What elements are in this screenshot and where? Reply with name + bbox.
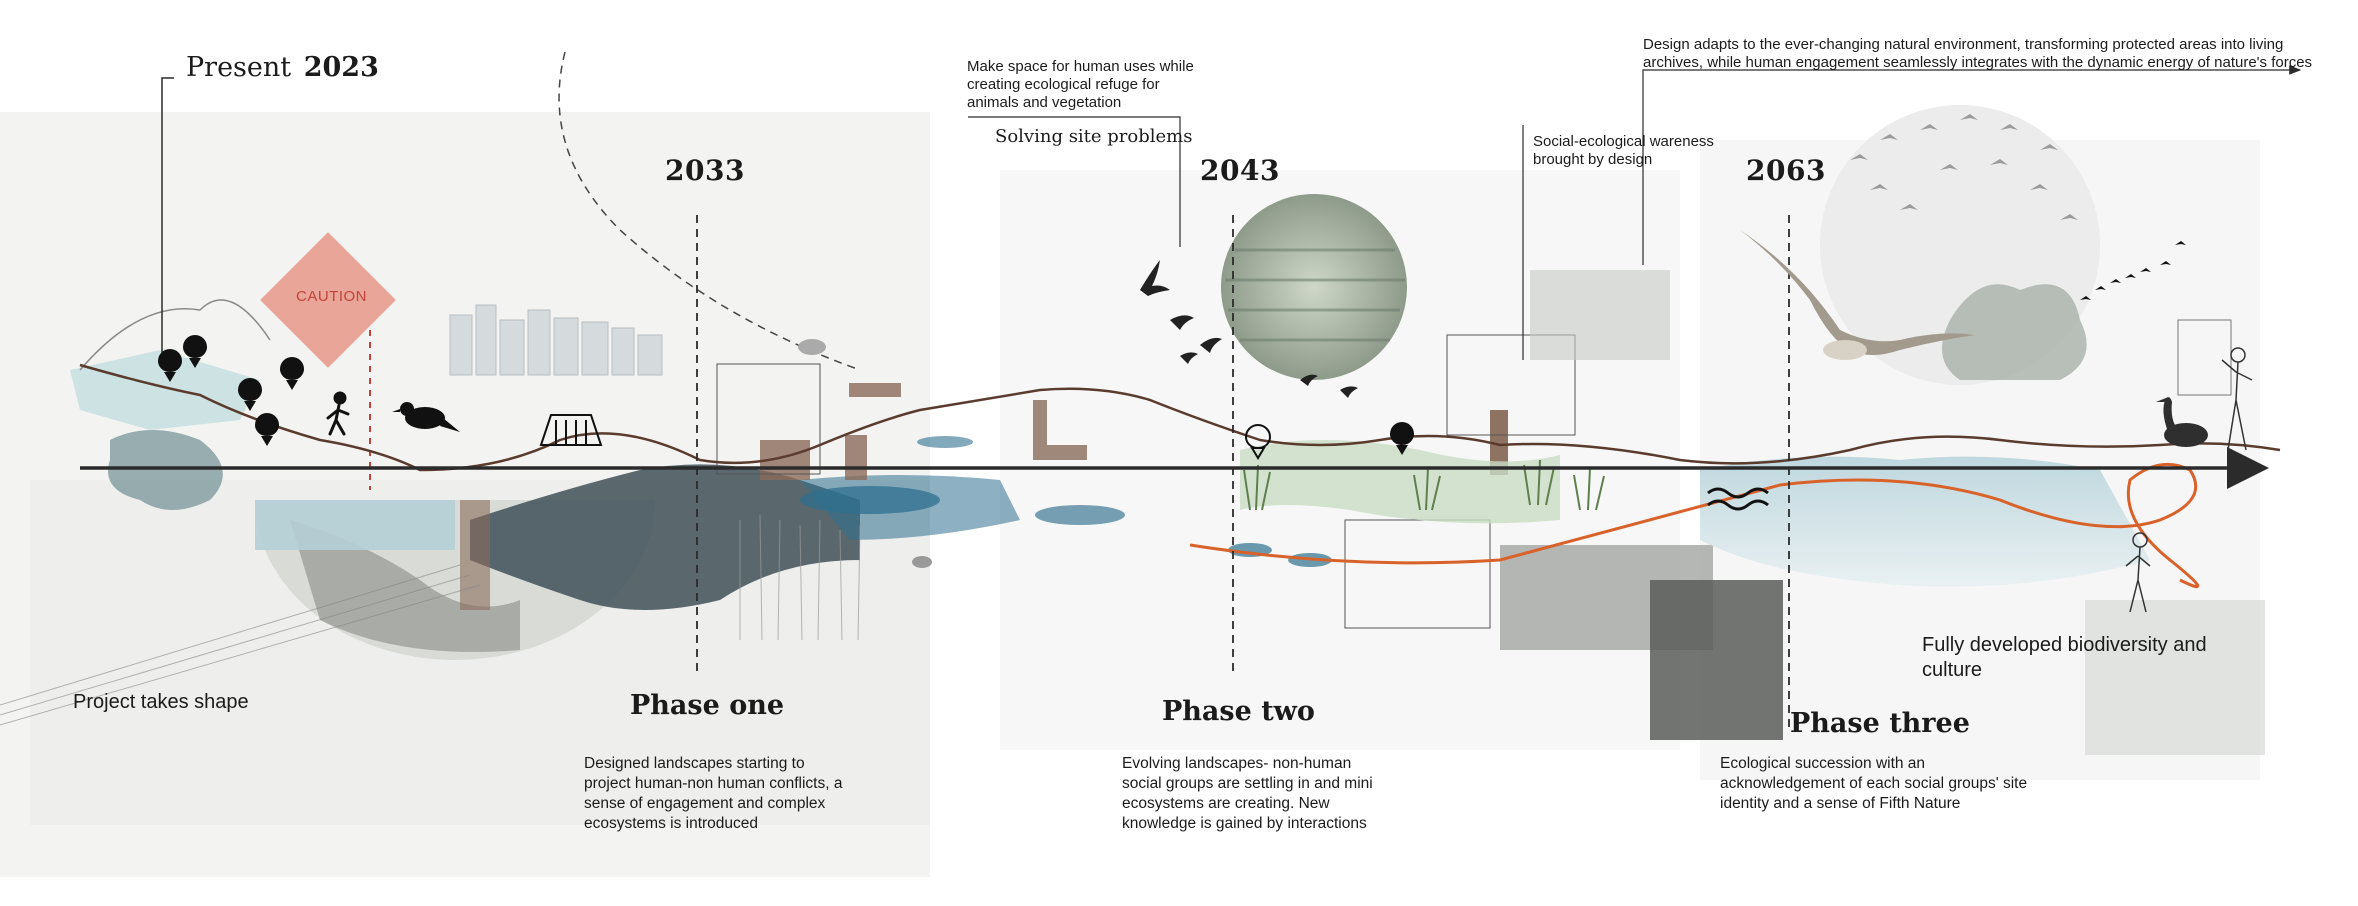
brown-block-7 <box>460 500 490 610</box>
flock-icon <box>1850 114 2078 220</box>
flock-icon <box>2080 241 2186 300</box>
dark-river <box>470 464 860 610</box>
water-photo-left <box>255 500 455 550</box>
shrub-patch <box>1650 580 1783 740</box>
blue-pond-2 <box>917 436 973 448</box>
brown-block-2 <box>845 435 867 480</box>
design-adapts-leader <box>1642 65 2302 265</box>
social-ecological-note: Social-ecological wareness brought by de… <box>1533 133 1714 168</box>
present-label: Present 2023 <box>186 52 379 83</box>
location-pin-icon <box>1244 424 1272 460</box>
shrub-cluster <box>1942 284 2087 380</box>
present-bracket <box>161 77 174 365</box>
grey-pebble-2 <box>912 556 932 568</box>
hill-sketch <box>79 299 271 371</box>
caution-sign-label: CAUTION <box>296 288 367 305</box>
human-uses-leader <box>968 116 1181 247</box>
walking-person-icon <box>326 391 350 436</box>
flying-birds-icon <box>1140 260 1358 398</box>
location-pin-icon <box>238 378 262 411</box>
human-uses-note: Make space for human uses while creating… <box>967 58 1194 111</box>
location-pin-icon <box>183 335 207 368</box>
reed-sketch-left <box>739 514 861 641</box>
seagull-icon <box>1740 230 1975 360</box>
phase-two-title: Phase two <box>1162 696 1315 727</box>
solving-note: Solving site problems <box>995 126 1193 147</box>
heron-icon <box>2156 397 2208 447</box>
location-pin-icon <box>280 357 304 390</box>
brown-block-6 <box>1490 410 1508 475</box>
fully-developed-note: Fully developed biodiversity and culture <box>1922 634 2207 681</box>
location-pin-icon <box>158 349 182 382</box>
brown-block-3 <box>849 383 901 397</box>
location-pin-icon <box>255 413 279 446</box>
sketch-patch <box>1530 270 1670 360</box>
marsh-circle-photo <box>1221 194 1407 380</box>
frame-right <box>1446 334 1576 436</box>
location-pin-icon <box>1390 422 1414 455</box>
bird-icon <box>392 402 460 432</box>
phase-three-title: Phase three <box>1790 708 1970 739</box>
orange-path <box>1189 462 2200 589</box>
frame-left <box>716 363 821 475</box>
grey-pebble-1 <box>798 339 826 355</box>
wave-icon <box>1707 487 1769 511</box>
present-word: Present <box>186 52 292 83</box>
right-water <box>1700 456 2150 587</box>
hiker-icon <box>2221 347 2253 451</box>
blue-pond-1 <box>800 486 940 514</box>
rocky-shore <box>290 520 520 652</box>
lagoon-shape <box>108 430 223 510</box>
frame-mid <box>1344 519 1491 629</box>
phase-three-description: Ecological succession with an acknowledg… <box>1720 755 2028 812</box>
present-year: 2023 <box>303 52 379 83</box>
phase-one-title: Phase one <box>630 690 785 721</box>
design-adapts-note: Design adapts to the ever-changing natur… <box>1643 36 2313 71</box>
hiker-icon <box>2125 532 2151 613</box>
fence-icon <box>539 414 603 446</box>
phase-one-description: Designed landscapes starting to project … <box>584 755 843 832</box>
right-bottom-patch <box>2085 600 2265 755</box>
milestone-year-2043: 2043 <box>1200 154 1280 187</box>
green-marsh <box>1240 440 1560 524</box>
project-shape-note: Project takes shape <box>73 691 249 713</box>
marsh-stripes <box>1225 248 1405 342</box>
city-skyline <box>449 304 663 376</box>
milestone-year-2063: 2063 <box>1746 154 1826 187</box>
brown-block-5 <box>1047 445 1087 460</box>
blue-pond-3 <box>1035 505 1125 525</box>
grass-tufts <box>1243 459 1605 511</box>
milestone-year-2033: 2033 <box>665 154 745 187</box>
water-shape-left <box>70 350 260 430</box>
phase-two-description: Evolving landscapes- non-human social gr… <box>1122 755 1373 832</box>
wire-lines <box>0 564 481 726</box>
brown-path <box>79 363 2281 472</box>
dashed-arc <box>558 51 861 371</box>
brown-block-4 <box>1033 400 1047 460</box>
